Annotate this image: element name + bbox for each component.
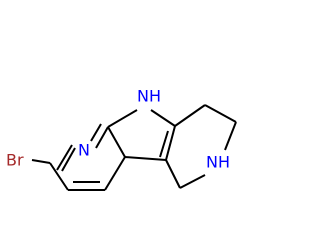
atom-nitrogen-pyridine: N	[78, 141, 90, 160]
bond-c3a-c4	[104, 156, 126, 191]
bond-cbr-n-inner	[56, 144, 73, 171]
atom-nitrogen-piperidine: N	[206, 153, 218, 172]
atom-hydrogen-pyrrole: H	[149, 87, 161, 106]
bond-ch2b-nh	[224, 121, 237, 151]
bond-nh-ch2c	[179, 174, 206, 189]
bond-cbr-n	[61, 147, 76, 172]
bond-c7a-c3a	[107, 126, 126, 158]
bond-ch2a-ch2b	[204, 104, 237, 123]
bond-ch2c-c8b	[165, 159, 181, 189]
bond-br	[31, 159, 51, 164]
bond-n-c7a-inner	[90, 123, 102, 142]
bond-c8a-c8b-inner	[159, 130, 169, 158]
bond-c7a-nh	[107, 109, 138, 128]
atom-bromine: Br	[6, 151, 24, 170]
molecule-diagram: Br N N H N H	[6, 87, 237, 191]
bond-c8a-ch2a	[174, 104, 206, 127]
bond-c8a-c8b	[165, 125, 176, 161]
atom-hydrogen-piperidine: H	[218, 153, 230, 172]
bond-c3-cbr	[49, 162, 69, 191]
atom-nitrogen-pyrrole: N	[137, 87, 149, 106]
bond-nh-c8a	[150, 109, 176, 127]
bond-c8b-c3a	[124, 156, 167, 161]
bond-n-c7a	[95, 126, 109, 149]
structure-canvas: Br N N H N H	[6, 87, 237, 191]
